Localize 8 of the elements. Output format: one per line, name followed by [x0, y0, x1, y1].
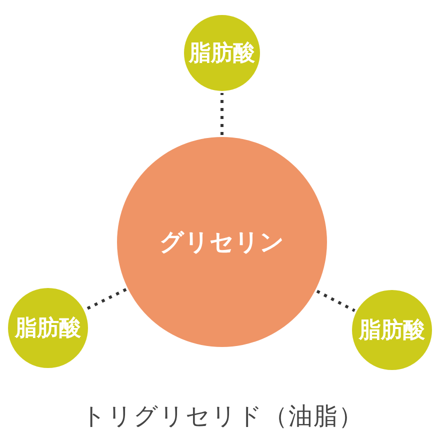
node-label: 脂肪酸	[189, 40, 255, 68]
dotted-connector	[84, 288, 127, 311]
node-label: グリセリン	[160, 227, 284, 258]
node-label: 脂肪酸	[15, 315, 81, 343]
dotted-connector	[220, 93, 224, 135]
dotted-connector	[316, 290, 356, 312]
caption: トリグリセリド（油脂）	[82, 402, 364, 430]
node-label: 脂肪酸	[359, 317, 425, 345]
